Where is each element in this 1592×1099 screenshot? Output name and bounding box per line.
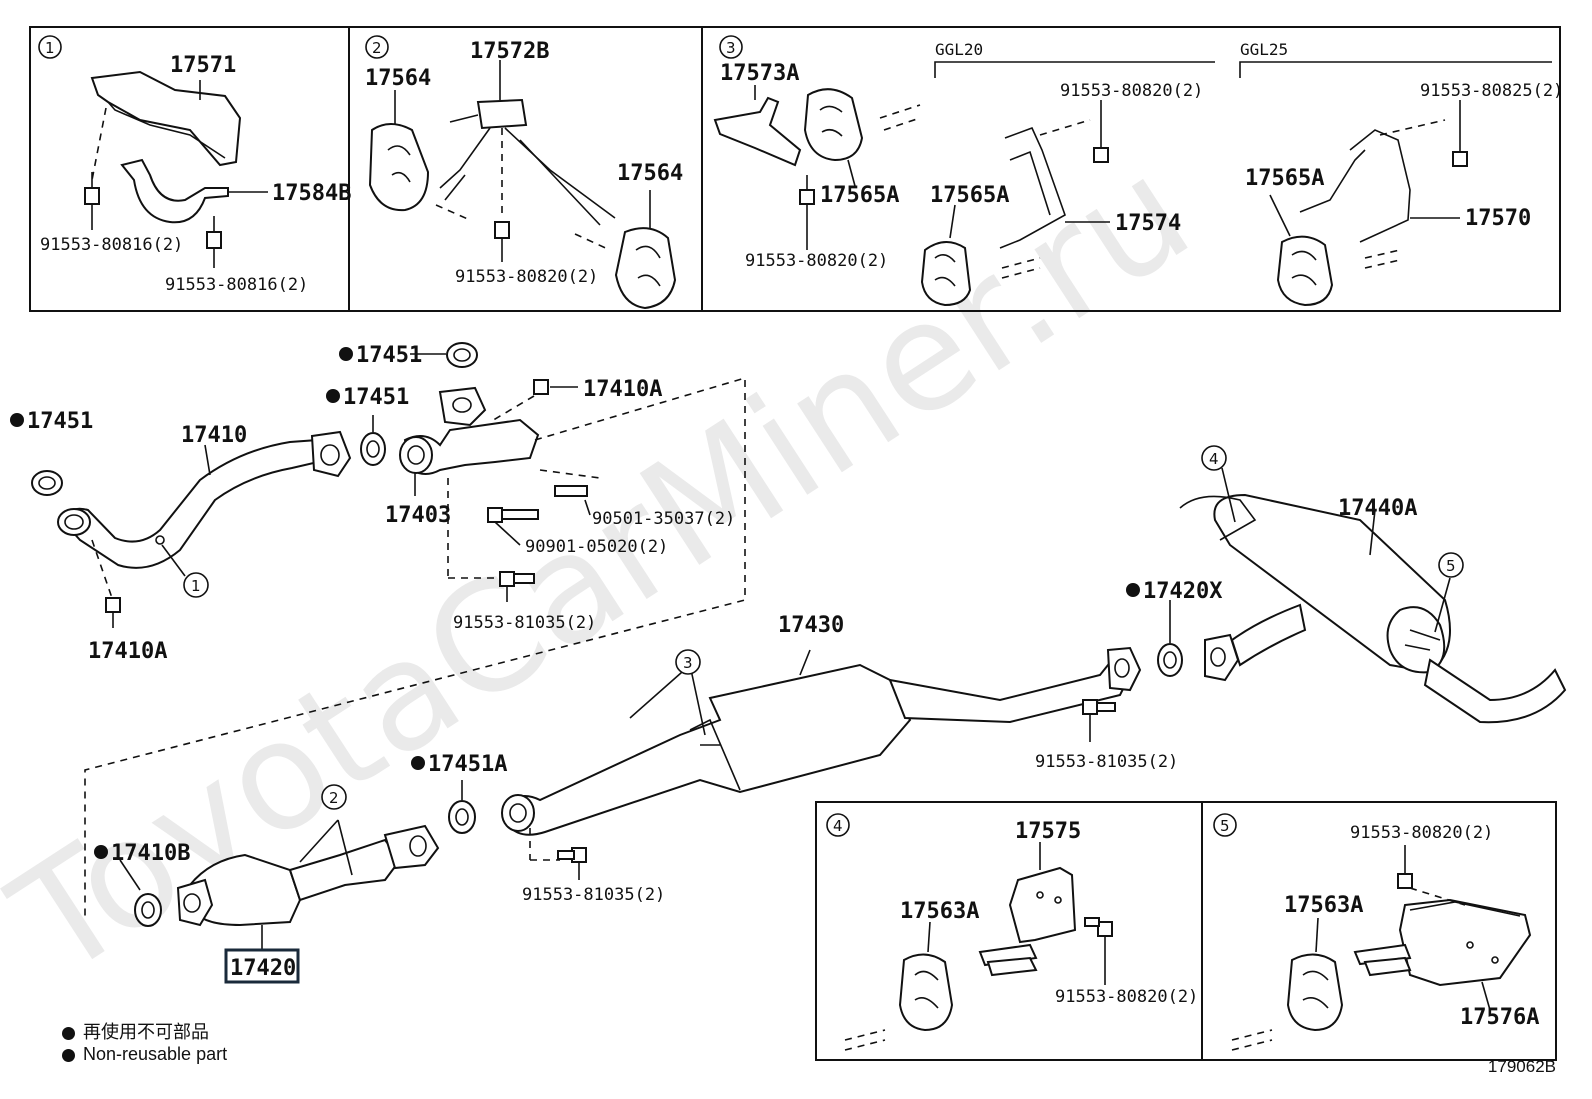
label-17573A: 17573A xyxy=(720,61,799,86)
bolt-icon xyxy=(487,507,539,546)
diagram-id: 179062B xyxy=(1487,1057,1556,1076)
label-GGL25: GGL25 xyxy=(1240,40,1288,59)
top-panel-row xyxy=(29,26,1561,312)
label-17451-left: 17451 xyxy=(27,409,93,434)
nut-icon xyxy=(105,597,121,613)
label-17571: 17571 xyxy=(170,53,236,78)
bullet-icon xyxy=(62,1048,75,1062)
bolt-icon xyxy=(206,216,222,249)
bottom-panel-row xyxy=(815,801,1557,1061)
label-17576A: 17576A xyxy=(1460,1005,1539,1030)
panel-5: 5 91553-80820(2) 17563A 17576A xyxy=(1213,813,1539,1051)
panel-5-number: 5 xyxy=(1220,817,1230,835)
callout-2: 2 xyxy=(321,784,347,810)
label-17410A-bottom: 17410A xyxy=(88,639,167,664)
panel-1: 1 17571 17584B 91553-80816(2) 91553-8081… xyxy=(38,35,351,295)
label-91553-80816-b: 91553-80816(2) xyxy=(165,275,308,295)
bolt-icon xyxy=(1093,100,1109,163)
bolt-icon xyxy=(84,172,100,205)
non-reusable-dot xyxy=(10,413,24,427)
label-17403: 17403 xyxy=(385,503,451,528)
stud-icon xyxy=(539,469,601,516)
panel-1-number: 1 xyxy=(45,39,55,57)
bolt-icon xyxy=(499,571,535,602)
svg-text:2: 2 xyxy=(329,789,339,807)
label-91553-80820-p3a: 91553-80820(2) xyxy=(745,251,888,271)
legend-jp: 再使用不可部品 xyxy=(62,1018,209,1044)
label-17565A-a: 17565A xyxy=(820,183,899,208)
panel-4: 4 17575 17563A 91553-80820(2) xyxy=(826,813,1198,1051)
non-reusable-dot xyxy=(339,347,353,361)
label-17565A-b: 17565A xyxy=(930,183,1009,208)
label-17584B: 17584B xyxy=(272,181,351,206)
label-17451-top: 17451 xyxy=(356,343,422,368)
label-91553-80820-p4: 91553-80820(2) xyxy=(1055,987,1198,1007)
svg-text:4: 4 xyxy=(1209,450,1219,468)
bolt-icon xyxy=(799,175,815,250)
label-91553-80820-p3b: 91553-80820(2) xyxy=(1060,81,1203,101)
callout-3: 3 xyxy=(675,649,701,675)
label-17574: 17574 xyxy=(1115,211,1181,236)
label-17451A: 17451A xyxy=(428,752,507,777)
label-17563A-a: 17563A xyxy=(900,899,979,924)
label-91553-81035-b: 91553-81035(2) xyxy=(1035,752,1178,772)
label-17563A-b: 17563A xyxy=(1284,893,1363,918)
main-assembly xyxy=(31,342,1567,984)
label-91553-80816-a: 91553-80816(2) xyxy=(40,235,183,255)
label-17451-mid: 17451 xyxy=(343,385,409,410)
non-reusable-dot xyxy=(1126,583,1140,597)
bolt-icon xyxy=(1397,845,1413,889)
label-91553-81035-a: 91553-81035(2) xyxy=(453,613,596,633)
legend-en: Non-reusable part xyxy=(62,1044,227,1065)
bolt-icon xyxy=(1084,917,1113,985)
label-17420: 17420 xyxy=(230,956,296,981)
label-17570: 17570 xyxy=(1465,206,1531,231)
svg-text:3: 3 xyxy=(683,654,693,672)
label-90501-35037: 90501-35037(2) xyxy=(592,509,735,529)
svg-text:1: 1 xyxy=(191,577,201,595)
label-17410: 17410 xyxy=(181,423,247,448)
label-GGL20: GGL20 xyxy=(935,40,983,59)
label-17565A-c: 17565A xyxy=(1245,166,1324,191)
panel-3: 3 GGL20 GGL25 xyxy=(713,35,1563,307)
label-17440A: 17440A xyxy=(1338,496,1417,521)
bolt-icon xyxy=(557,847,587,880)
legend-text-en: Non-reusable part xyxy=(83,1044,228,1064)
label-91553-80820-p2: 91553-80820(2) xyxy=(455,267,598,287)
label-17564-a: 17564 xyxy=(365,66,431,91)
callout-1: 1 xyxy=(183,572,209,598)
non-reusable-dot xyxy=(326,389,340,403)
bolt-icon xyxy=(1082,699,1116,742)
callout-5: 5 xyxy=(1438,552,1464,578)
label-91553-80825: 91553-80825(2) xyxy=(1420,81,1563,101)
label-17572B: 17572B xyxy=(470,39,549,64)
non-reusable-dot xyxy=(411,756,425,770)
panel-2-number: 2 xyxy=(372,39,382,57)
panel-4-number: 4 xyxy=(833,817,843,835)
bolt-icon xyxy=(1452,100,1468,167)
bolt-icon xyxy=(494,221,510,262)
legend-text-jp: 再使用不可部品 xyxy=(83,1022,209,1042)
label-90901-05020: 90901-05020(2) xyxy=(525,537,668,557)
label-17410A-top: 17410A xyxy=(583,377,662,402)
non-reusable-dot xyxy=(94,845,108,859)
bullet-icon xyxy=(62,1026,75,1040)
svg-text:5: 5 xyxy=(1446,557,1456,575)
label-17420X: 17420X xyxy=(1143,579,1222,604)
label-91553-80820-p5: 91553-80820(2) xyxy=(1350,823,1493,843)
label-91553-81035-c: 91553-81035(2) xyxy=(522,885,665,905)
panel-3-number: 3 xyxy=(726,39,736,57)
label-17430: 17430 xyxy=(778,613,844,638)
label-17564-b: 17564 xyxy=(617,161,683,186)
label-17410B: 17410B xyxy=(111,841,190,866)
label-17575: 17575 xyxy=(1015,819,1081,844)
callout-4: 4 xyxy=(1201,445,1227,471)
panel-2: 2 17564 17572B 17564 91553-80820(2) xyxy=(365,35,683,310)
nut-icon xyxy=(533,379,549,395)
